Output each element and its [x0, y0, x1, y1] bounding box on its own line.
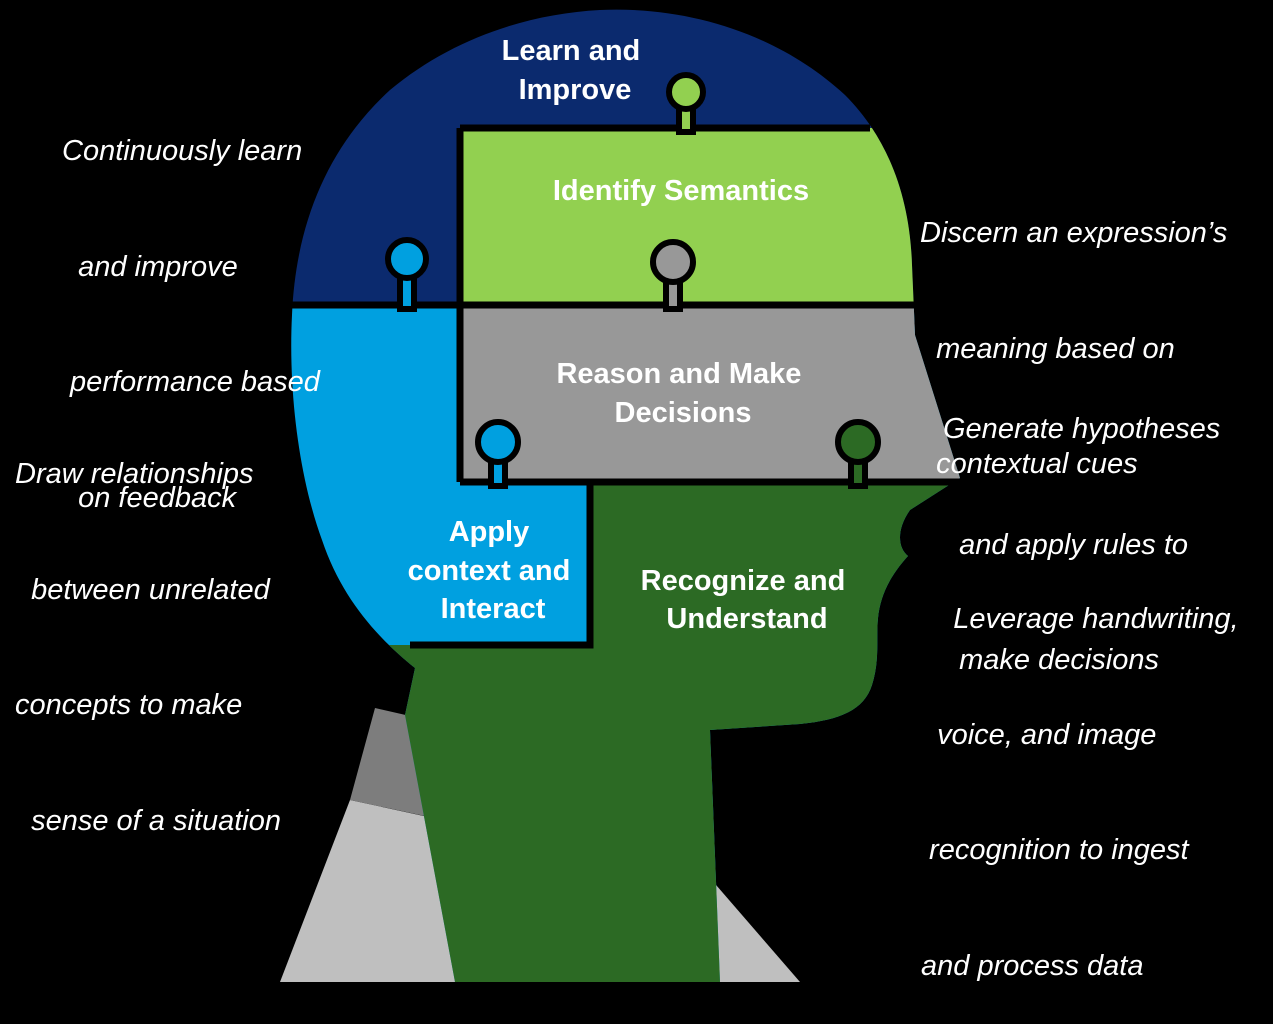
- knob-recognize: [835, 419, 881, 489]
- knob-apply-lower: [475, 419, 521, 489]
- description-line: performance based: [62, 366, 320, 398]
- knob-reason: [650, 239, 696, 312]
- description-line: on feedback: [62, 481, 237, 514]
- description-recognize-understand: Leverage handwriting, voice, and image r…: [921, 523, 1239, 1024]
- description-line: Generate hypotheses: [943, 413, 1221, 445]
- description-line: and process data: [921, 949, 1144, 982]
- description-line: between unrelated: [15, 573, 270, 606]
- description-reason-decide: Generate hypotheses and apply rules to m…: [943, 333, 1220, 718]
- description-line: voice, and image: [921, 718, 1157, 751]
- knob-learn: [666, 72, 706, 135]
- description-line: Continuously learn: [62, 135, 303, 167]
- segment-label-apply-context: Apply context and Interact: [408, 516, 579, 625]
- description-line: meaning based on: [920, 332, 1175, 365]
- description-line: Draw relationships: [15, 458, 254, 490]
- segment-label-recognize-understand: Recognize and Understand: [641, 565, 854, 635]
- description-line: and apply rules to: [943, 528, 1189, 561]
- segment-identify-semantics: [460, 128, 960, 305]
- description-line: contextual cues: [920, 448, 1138, 480]
- description-apply-context: Draw relationships between unrelated con…: [15, 378, 281, 879]
- description-identify-semantics: Discern an expression’s meaning based on…: [920, 137, 1227, 522]
- description-line: concepts to make: [15, 689, 243, 721]
- description-learn-improve: Continuously learn and improve performan…: [62, 55, 320, 556]
- segment-label-reason-decide: Reason and Make Decisions: [556, 358, 809, 429]
- description-line: make decisions: [943, 644, 1159, 676]
- puzzle-dividers: [290, 124, 960, 649]
- description-line: sense of a situation: [15, 804, 281, 837]
- knob-apply: [385, 237, 429, 312]
- description-line: and improve: [62, 250, 238, 283]
- description-line: Leverage handwriting,: [921, 603, 1239, 635]
- segment-label-identify-semantics: Identify Semantics: [553, 175, 809, 207]
- head-puzzle-diagram: Learn and Improve Identify Semantics Rea…: [280, 9, 960, 982]
- description-line: Discern an expression’s: [920, 217, 1228, 249]
- description-line: recognition to ingest: [921, 834, 1189, 866]
- segment-label-learn-improve: Learn and Improve: [502, 35, 649, 106]
